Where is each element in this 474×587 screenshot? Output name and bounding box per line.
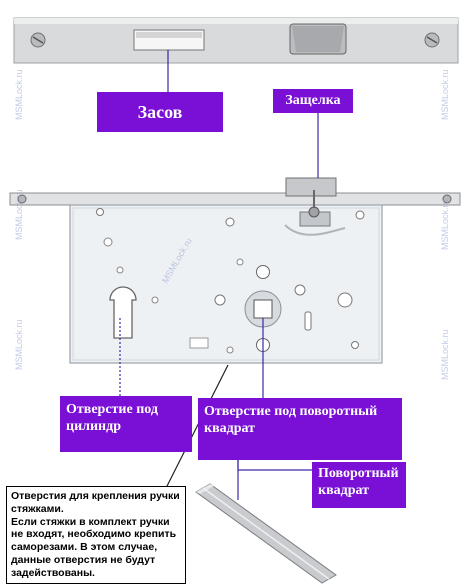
watermark-right-1: MSMLock.ru [440, 69, 450, 120]
label-spindle: Поворотный квадрат [312, 462, 406, 508]
note-pointer-line [159, 364, 229, 501]
label-cylinder-hole: Отверстие под цилиндр [60, 396, 192, 452]
label-square-hole: Отверстие под поворотный квадрат [198, 398, 402, 460]
watermark-right-2: MSMLock.ru [440, 199, 450, 250]
spindle-bar [195, 483, 337, 584]
label-latch: Защелка [273, 89, 353, 113]
watermark-right-3: MSMLock.ru [440, 329, 450, 380]
faceplate-top [13, 17, 459, 64]
label-deadbolt: Засов [97, 92, 223, 132]
note-box: Отверстия для крепления ручки стяжками. … [6, 486, 186, 584]
note-line-2: Если стяжки в комплект ручки не входят, … [11, 515, 177, 579]
cylinder-hole-shape [109, 286, 137, 339]
watermark-left-3: MSMLock.ru [14, 319, 24, 370]
note-line-1: Отверстия для крепления ручки стяжками. [11, 490, 180, 515]
watermark-left-1: MSMLock.ru [14, 69, 24, 120]
square-hole-shape [244, 290, 282, 328]
watermark-left-2: MSMLock.ru [14, 189, 24, 240]
callout-lines [119, 50, 319, 500]
lock-body [9, 177, 461, 364]
